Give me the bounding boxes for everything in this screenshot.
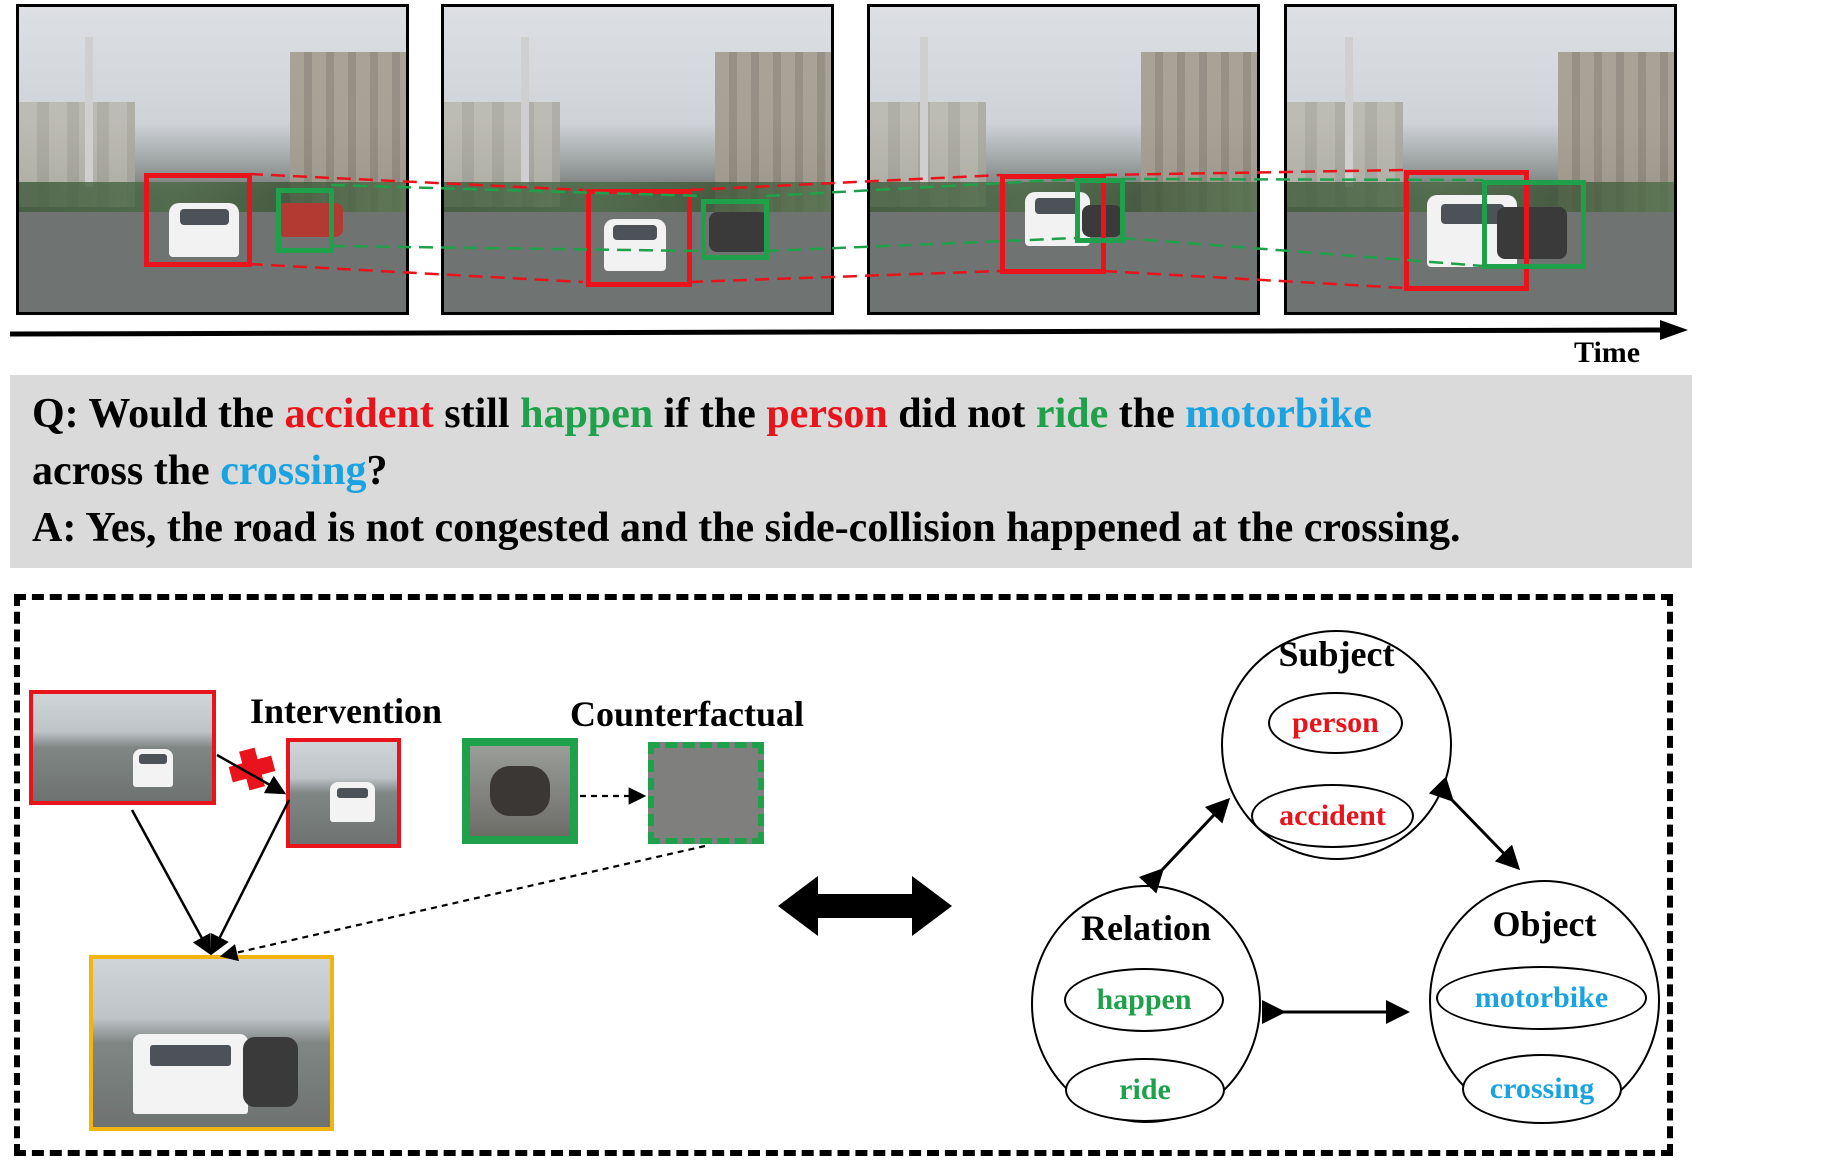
video-frame-2 [441,4,834,315]
question-segment: still [433,391,521,437]
subject-bbox [144,173,252,267]
subject-bbox [586,189,692,287]
question-segment: ride [1035,391,1109,437]
intervened-frame-thumbnail [286,738,401,848]
object-bbox [701,199,769,260]
question-line-2: across the crossing? [32,447,387,495]
subject-node [1221,630,1452,860]
question-segment: if the [653,391,767,437]
question-segment: motorbike [1185,391,1372,437]
subject-item-accident: accident [1251,784,1414,848]
question-line-1: Q: Would the accident still happen if th… [32,390,1372,438]
video-frame-3 [867,4,1260,315]
question-segment: accident [284,391,434,437]
object-item-motorbike: motorbike [1436,966,1647,1030]
time-axis-label: Time [1574,336,1641,369]
object-bbox [1482,180,1586,269]
counterfactual-label: Counterfactual [570,694,804,734]
intervention-label: Intervention [250,691,442,731]
question-segment: Q: Would the [32,391,285,437]
video-frame-4 [1284,4,1677,315]
counterfactual-blank-thumbnail [648,742,764,844]
original-frame-thumbnail [29,690,216,805]
subject-bbox [1000,174,1106,274]
question-segment: crossing [220,448,367,494]
object-item-crossing: crossing [1462,1054,1622,1124]
subject-title: Subject [1278,634,1395,674]
time-axis-arrow [9,320,1688,340]
subject-item-person: person [1268,692,1403,754]
video-frame-1 [16,4,409,315]
object-title: Object [1492,904,1597,944]
object-bbox [1075,178,1125,243]
motorbike-object-thumbnail [462,738,578,844]
answer-text: A: Yes, the road is not congested and th… [32,505,1461,551]
subject-bbox [1404,170,1529,291]
outcome-frame-thumbnail [89,955,334,1131]
question-segment: ? [366,448,388,494]
question-segment: person [766,391,888,437]
object-bbox [276,188,334,253]
relation-item-ride: ride [1065,1058,1225,1122]
causal-reasoning-panel [14,594,1673,1156]
question-segment: the [1108,391,1186,437]
question-segment: across the [32,448,221,494]
relation-item-happen: happen [1064,968,1224,1032]
relation-title: Relation [1081,908,1211,948]
question-answer-box: Q: Would the accident still happen if th… [10,375,1692,568]
question-segment: did not [887,391,1036,437]
question-segment: happen [520,391,654,437]
